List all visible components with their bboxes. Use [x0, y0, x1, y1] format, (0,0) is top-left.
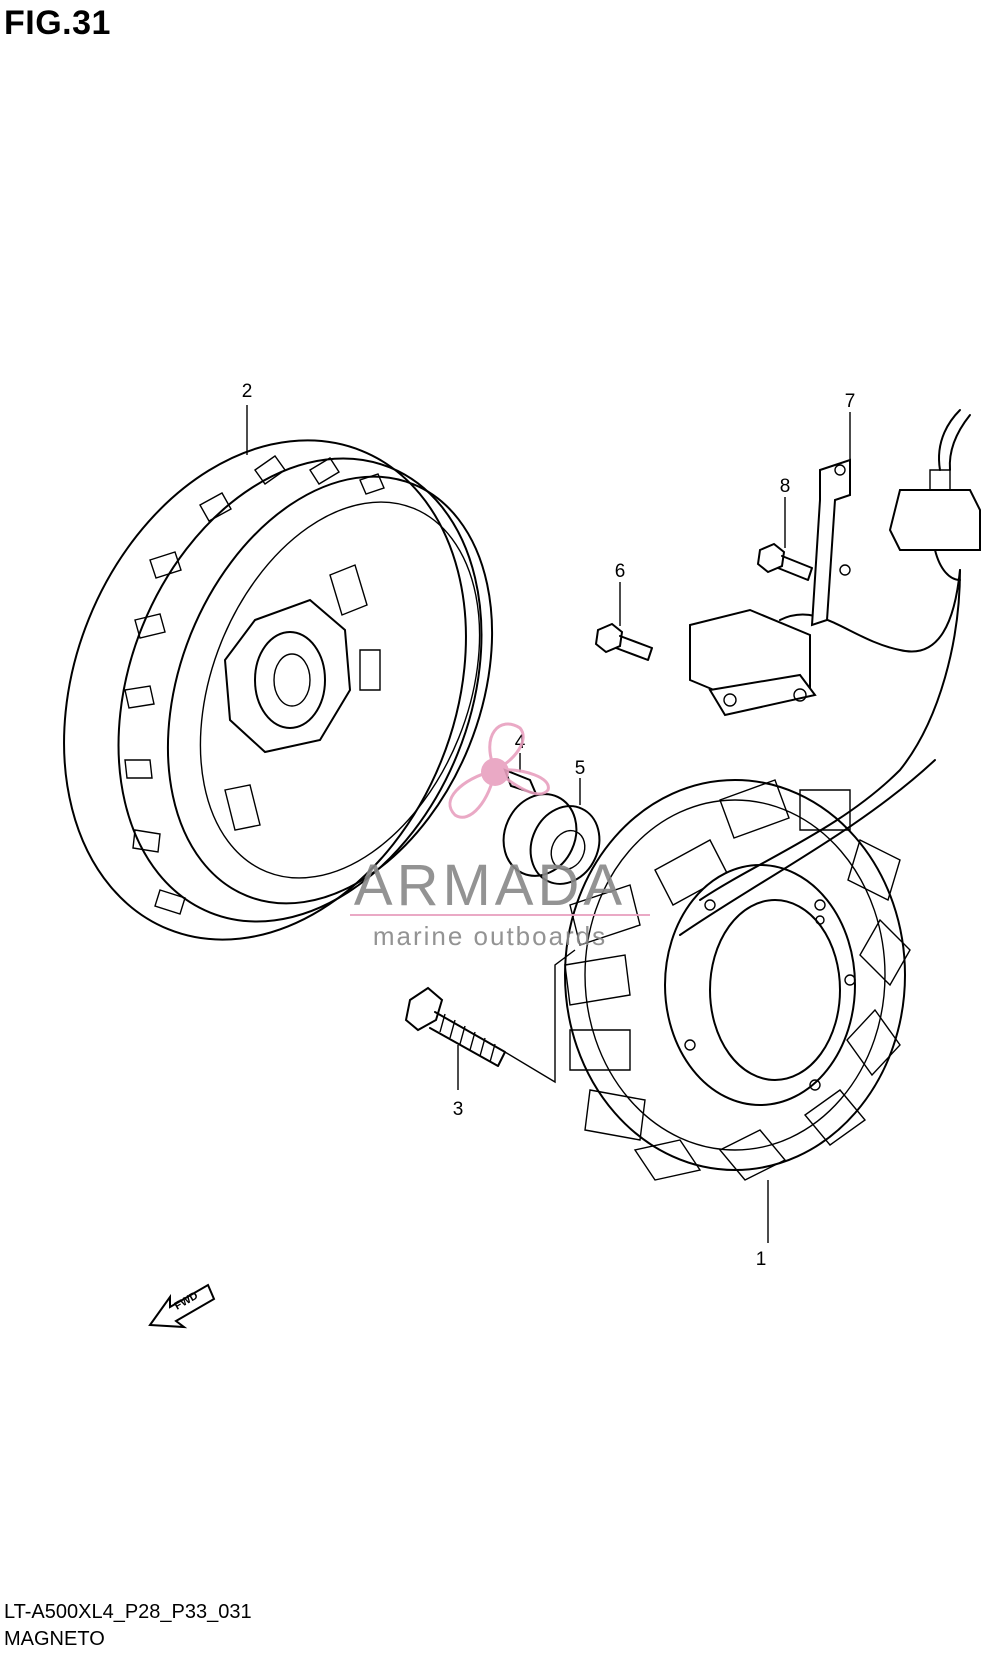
- bolt-part-3: [404, 986, 506, 1067]
- pulser-coil: [689, 569, 961, 717]
- callout-3: 3: [453, 1099, 464, 1120]
- figure-name: MAGNETO: [4, 1628, 105, 1650]
- callout-7: 7: [845, 391, 856, 412]
- callout-4: 4: [515, 732, 526, 753]
- leader-lines: [246, 405, 851, 1243]
- spacer-part-5: [502, 793, 601, 885]
- rotor-flywheel: [63, 439, 494, 941]
- screw-part-6: [594, 622, 653, 661]
- callout-8: 8: [780, 476, 791, 497]
- wire-coupler: [888, 409, 981, 581]
- callout-6: 6: [615, 561, 626, 582]
- figure-code: LT-A500XL4_P28_P33_031: [4, 1601, 252, 1623]
- screw-part-8: [756, 542, 813, 581]
- callout-5: 5: [575, 758, 586, 779]
- fwd-arrow: FWD: [148, 1283, 216, 1329]
- callout-2: 2: [242, 381, 253, 402]
- propeller-hub-icon: [481, 758, 509, 786]
- figure-title: FIG.31: [4, 4, 111, 42]
- wire-guide-plate-part-7: [810, 458, 851, 627]
- stator-part-1: [564, 569, 961, 1181]
- propeller-logo: [448, 722, 550, 819]
- watermark-brand: ARMADA: [354, 853, 626, 918]
- watermark-tagline: marine outboards: [373, 921, 607, 951]
- armada-watermark: ARMADA marine outboards: [350, 722, 650, 951]
- callout-1: 1: [756, 1249, 767, 1270]
